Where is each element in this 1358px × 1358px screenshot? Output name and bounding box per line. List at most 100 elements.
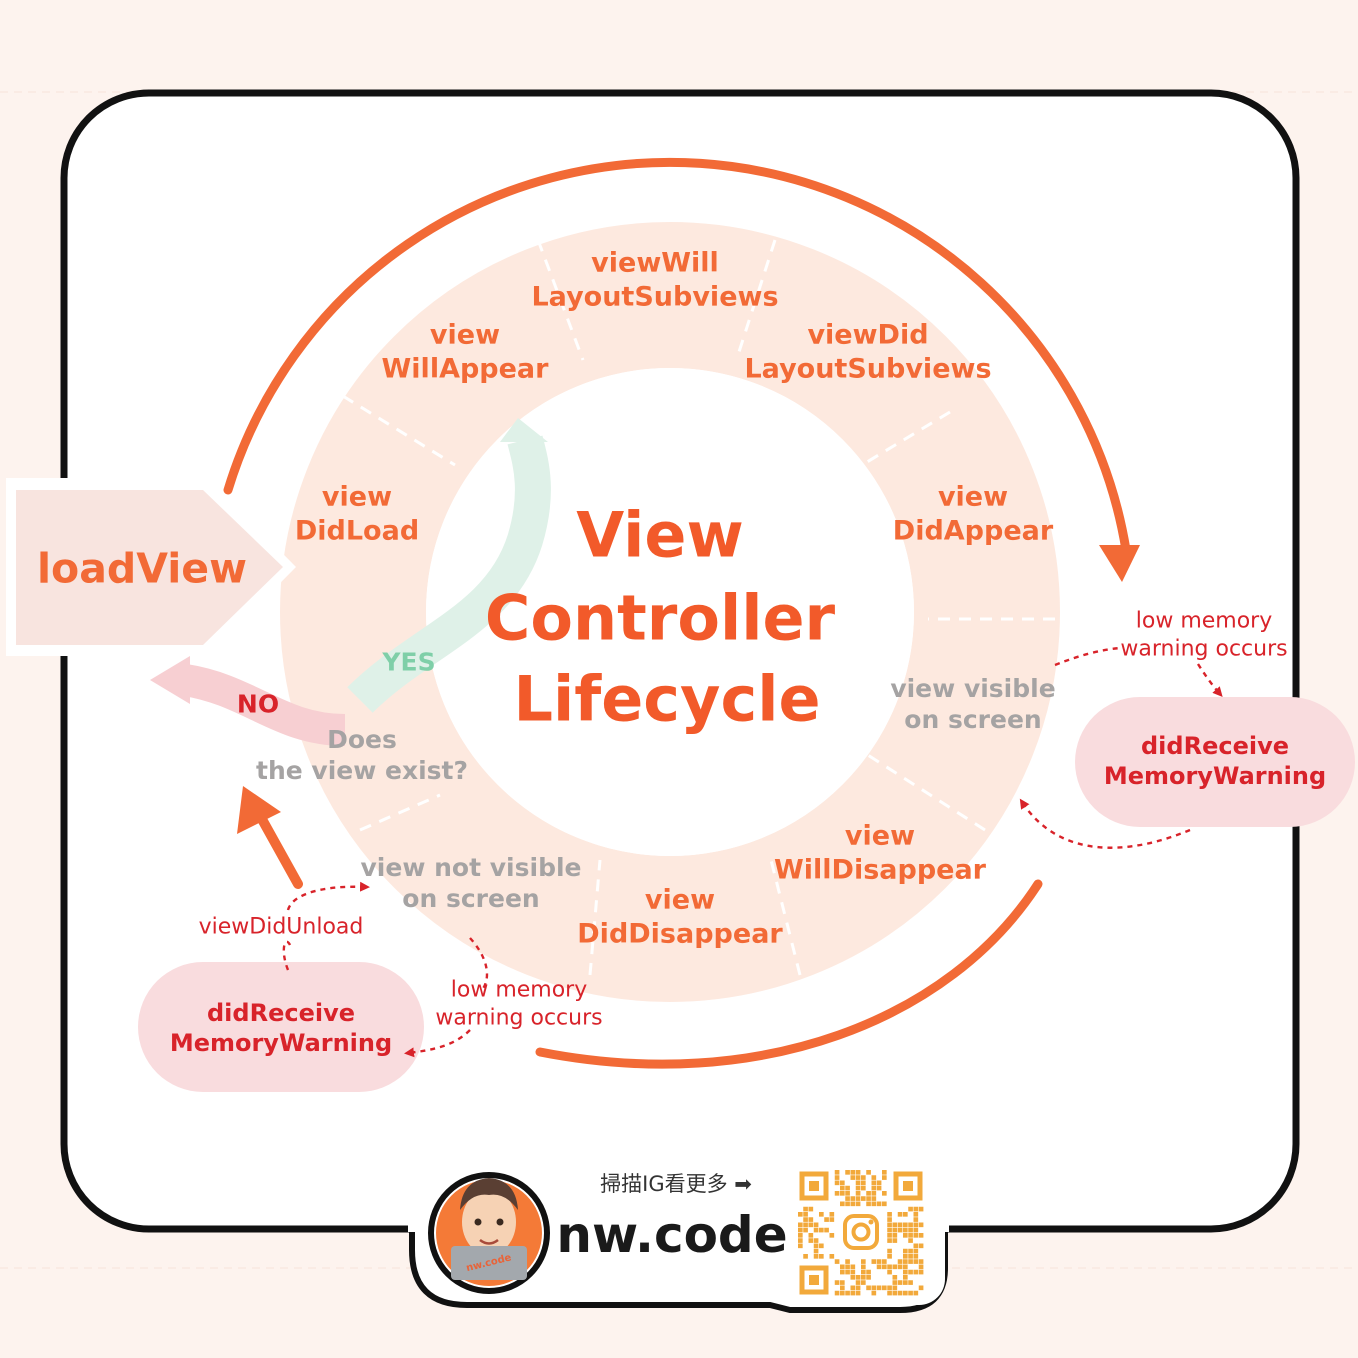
qr-cell [803, 1222, 808, 1228]
qr-cell [834, 1191, 840, 1196]
lifecycle-ring [280, 222, 1060, 1002]
stage-view-did-appear-line-1: view [937, 481, 1009, 513]
qr-cell [918, 1285, 924, 1291]
qr-cell [829, 1254, 835, 1259]
qr-cell [918, 1233, 924, 1238]
no-return-line [253, 807, 303, 889]
qr-cell [918, 1206, 924, 1212]
qr-cell [845, 1269, 850, 1275]
loadview-shape [16, 490, 283, 645]
qr-cell [887, 1238, 892, 1243]
qr-cell [803, 1254, 808, 1259]
qr-cell [840, 1201, 845, 1207]
qr-cell [850, 1201, 856, 1207]
qr-cell [866, 1191, 871, 1196]
qr-cell [908, 1227, 913, 1233]
memory-warning-trigger-right: low memory warning occurs [1120, 608, 1287, 663]
qr-cell [798, 1212, 803, 1217]
qr-cell [834, 1290, 840, 1296]
qr-cell [913, 1206, 919, 1212]
stage-view-did-load-line-2: DidLoad [294, 515, 420, 546]
qr-cell [834, 1180, 840, 1186]
qr-cell [918, 1243, 924, 1249]
qr-cell [855, 1180, 861, 1186]
stage-view-will-disappear-line-1: view [844, 820, 916, 852]
qr-cell [871, 1201, 877, 1207]
qr-cell [892, 1238, 898, 1243]
qr-cell [861, 1275, 866, 1280]
qr-cell [903, 1227, 908, 1233]
qr-cell [887, 1290, 892, 1296]
qr-cell [882, 1191, 887, 1196]
qr-cell [892, 1275, 898, 1280]
qr-cell [882, 1170, 887, 1175]
qr-cell [913, 1217, 919, 1222]
qr-cell [892, 1280, 898, 1285]
qr-cell [861, 1280, 866, 1285]
memory-warning-handler-right: didReceive MemoryWarning [1104, 731, 1326, 791]
qr-cell [855, 1275, 861, 1280]
qr-cell [808, 1222, 814, 1228]
qr-cell [903, 1269, 908, 1275]
qr-cell [803, 1212, 808, 1217]
qr-cell [876, 1185, 882, 1191]
qr-cell [855, 1191, 861, 1196]
stage-view-did-appear-line-2: DidAppear [892, 515, 1054, 546]
qr-cell [861, 1264, 866, 1270]
scan-instagram-text: 掃描IG看更多 ➡ [600, 1171, 752, 1196]
stage-view-will-layout-line-1: viewWill [591, 247, 719, 279]
qr-cell [834, 1175, 840, 1180]
state-view-visible: view visible on screen [890, 673, 1055, 736]
qr-cell [887, 1212, 892, 1217]
qr-cell [897, 1227, 903, 1233]
stage-view-will-disappear: view WillDisappear [774, 819, 986, 887]
qr-code [798, 1170, 924, 1296]
qr-cell [845, 1170, 850, 1175]
qr-cell [871, 1191, 877, 1196]
qr-cell [808, 1206, 814, 1212]
qr-cell [808, 1238, 814, 1243]
qr-cell [813, 1227, 819, 1233]
stage-view-will-appear-line-1: view [429, 319, 501, 351]
qr-cell [845, 1259, 850, 1264]
qr-cell [876, 1285, 882, 1291]
qr-cell [840, 1264, 845, 1270]
qr-cell [855, 1185, 861, 1191]
qr-cell [845, 1201, 850, 1207]
avatar [428, 1172, 550, 1294]
stage-view-did-load: view DidLoad [295, 480, 419, 548]
diagram-title-line-1: View [576, 498, 744, 572]
qr-cell [913, 1254, 919, 1259]
qr-cell [840, 1191, 845, 1196]
qr-cell [897, 1280, 903, 1285]
qr-cell [861, 1185, 866, 1191]
qr-cell [808, 1217, 814, 1222]
qr-cell [918, 1222, 924, 1228]
qr-cell [861, 1259, 866, 1264]
qr-cell [908, 1269, 913, 1275]
stage-view-did-layout-line-1: viewDid [807, 319, 929, 351]
qr-cell [871, 1175, 877, 1180]
qr-cell [845, 1290, 850, 1296]
brand-name[interactable]: nw.code [556, 1205, 788, 1264]
qr-cell [840, 1185, 845, 1191]
qr-cell [824, 1227, 829, 1233]
qr-cell [850, 1170, 856, 1175]
qr-cell [882, 1201, 887, 1207]
qr-cell [845, 1191, 850, 1196]
qr-cell [903, 1254, 908, 1259]
qr-cell [871, 1259, 877, 1264]
qr-cell [840, 1180, 845, 1186]
qr-cell [913, 1248, 919, 1254]
qr-cell [913, 1290, 919, 1296]
qr-cell [840, 1290, 845, 1296]
qr-cell [803, 1217, 808, 1222]
qr-cell [887, 1285, 892, 1291]
qr-cell [882, 1175, 887, 1180]
memory-warning-trigger-left: low memory warning occurs [435, 977, 602, 1032]
footer-tab-join [408, 1224, 949, 1232]
qr-cell [855, 1175, 861, 1180]
qr-cell [882, 1259, 887, 1264]
qr-cell [850, 1290, 856, 1296]
cycle-arc-bottom [535, 879, 1043, 1069]
